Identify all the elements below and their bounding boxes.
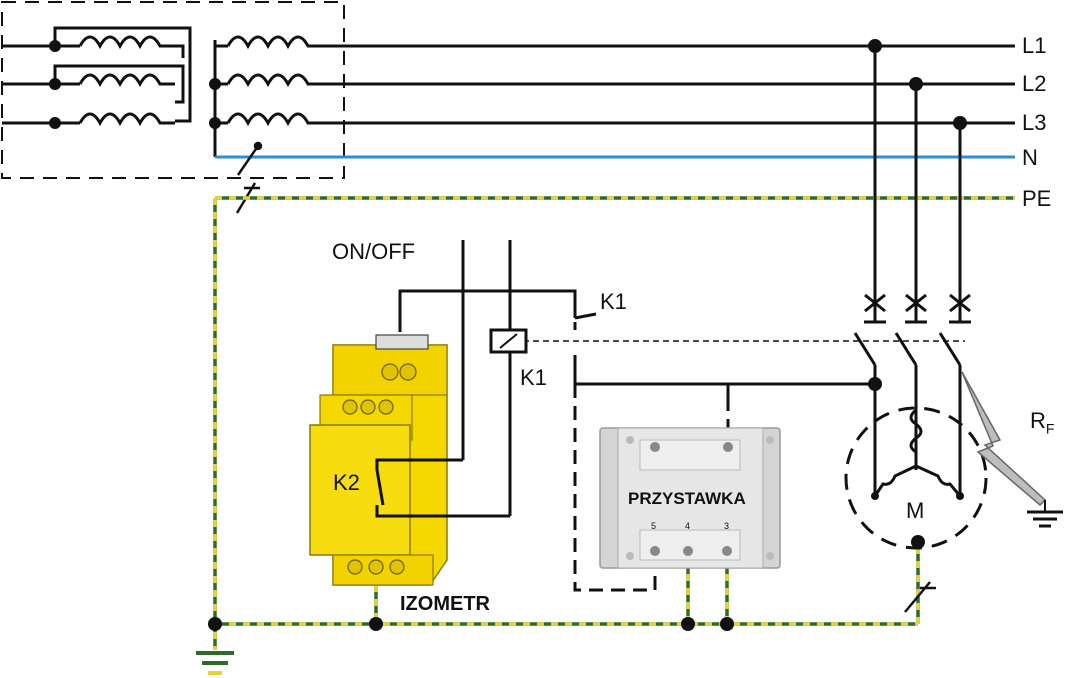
label-k2: K2 xyxy=(333,470,360,495)
label-rf: RF xyxy=(1030,408,1055,437)
fault-resistance xyxy=(961,371,1063,528)
label-terminal-4: 4 xyxy=(685,521,691,531)
motor-feeds xyxy=(853,46,971,496)
label-motor: M xyxy=(906,498,925,523)
label-izometr: IZOMETR xyxy=(400,593,490,615)
label-l1: L1 xyxy=(1022,33,1047,58)
label-k1-contact: K1 xyxy=(600,289,627,314)
label-rf-main: R xyxy=(1030,408,1046,433)
label-terminal-3: 3 xyxy=(724,521,730,531)
label-k1-coil: K1 xyxy=(520,365,547,390)
label-on-off: ON/OFF xyxy=(332,239,416,264)
label-l2: L2 xyxy=(1022,71,1047,96)
label-n: N xyxy=(1022,145,1038,170)
motor xyxy=(844,406,988,550)
przystawka-adapter xyxy=(599,427,781,569)
label-terminal-5: 5 xyxy=(651,521,657,531)
phase-lines xyxy=(320,44,1015,125)
earth-icon xyxy=(196,651,234,675)
izometr-device xyxy=(309,334,510,586)
source-transformer xyxy=(1,1,345,179)
label-przystawka: PRZYSTAWKA xyxy=(628,489,746,508)
label-rf-sub: F xyxy=(1045,420,1055,437)
label-pe: PE xyxy=(1022,186,1052,211)
pe-conductor xyxy=(196,196,1015,675)
label-l3: L3 xyxy=(1022,110,1047,135)
